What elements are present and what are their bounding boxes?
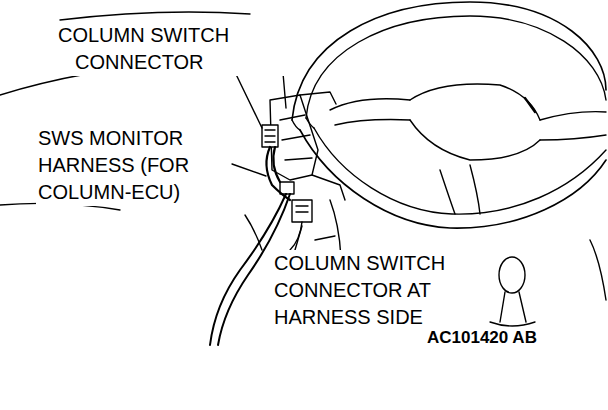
leader-line [295,226,302,250]
wheel-spoke [440,165,480,214]
connector-detail [265,130,275,142]
column-detail [280,115,312,160]
monitor-connector [280,182,294,194]
column-switch-connector [262,125,278,147]
shift-knob [499,257,525,293]
harness-wire [273,147,280,182]
dash-line [60,12,250,20]
figure-code: AC101420 AB [425,327,539,349]
connector-detail [296,206,308,212]
wheel-hub [410,84,540,160]
wheel-spoke [540,112,606,140]
harness-wire [266,147,290,200]
callout-label: COLUMN SWITCH CONNECTOR [56,22,289,76]
callout-label: SWS MONITOR HARNESS (FOR COLUMN-ECU) [36,125,230,206]
combination-switch [312,175,345,200]
dash-line [590,240,606,300]
harness-connector [292,200,312,222]
wheel-rim [292,2,606,120]
harness-wire [290,222,302,250]
wheel-mark [525,98,535,112]
lower-dash [315,236,335,240]
leader-line [232,164,266,176]
callout-label: COLUMN SWITCH CONNECTOR AT HARNESS SIDE [272,250,486,331]
wheel-spoke [330,99,410,125]
combination-switch [300,92,336,104]
shift-lever [490,292,535,326]
wheel-rim [314,128,606,214]
